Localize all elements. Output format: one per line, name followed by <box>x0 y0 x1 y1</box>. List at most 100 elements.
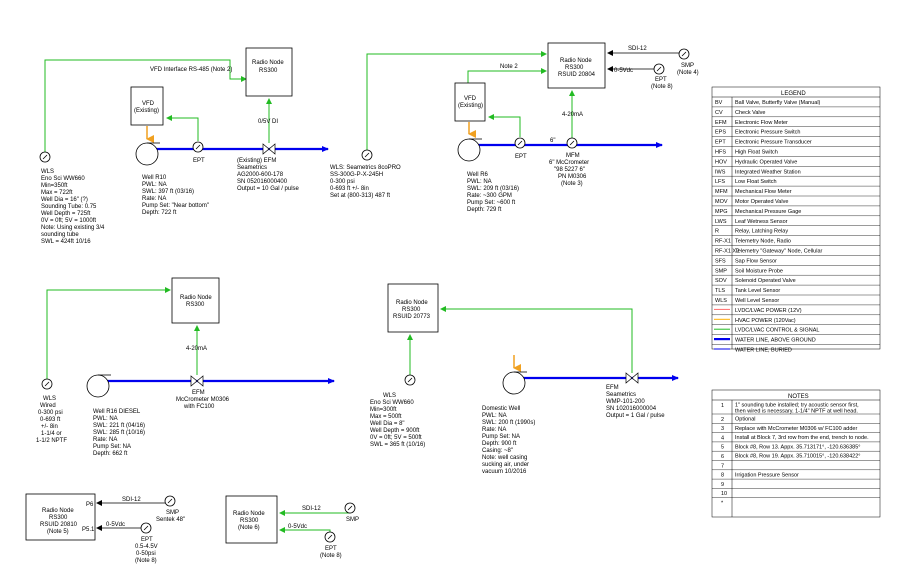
radio-node-model: RS300 <box>49 515 68 521</box>
smp-gauge-icon <box>344 502 356 514</box>
smp-note: (Note 4) <box>677 70 699 76</box>
svg-text:Well R16 DIESEL: Well R16 DIESEL <box>93 409 141 415</box>
radio-node-box <box>225 495 278 544</box>
efm-signal-label: 0/5V DI <box>258 119 278 125</box>
svg-text:Pump Set: NA: Pump Set: NA <box>93 444 131 450</box>
svg-text:WLS: WLS <box>383 393 396 399</box>
port-p6-label: P6 <box>86 502 94 508</box>
legend-code: TLS <box>715 288 725 294</box>
note-row: 9 <box>712 482 880 489</box>
svg-text:vacuum 10/2016: vacuum 10/2016 <box>482 469 527 475</box>
mfm-signal-label: 4-20mA <box>562 112 583 118</box>
svg-text:(Note 3): (Note 3) <box>561 181 583 187</box>
svg-text:Depth: 729 ft: Depth: 729 ft <box>467 207 502 213</box>
svg-text:Well Dia = 8": Well Dia = 8" <box>370 421 405 427</box>
vdc-label: 0-5Vdc <box>288 524 307 530</box>
legend-desc: Mechanical Pressure Gage <box>735 209 801 215</box>
svg-text:Pump Set: "Near bottom": Pump Set: "Near bottom" <box>142 203 209 209</box>
vfd-label: VFD <box>142 101 155 107</box>
wls-to-radio-line <box>366 51 547 150</box>
svg-text:MFM: MFM <box>566 153 580 159</box>
mfm-spec-text: MFM 6" McCrometer "98 5227 6" PN M0306 (… <box>549 153 589 187</box>
vdc-label: 0-5Vdc <box>106 522 125 528</box>
vfd-box <box>130 86 164 126</box>
wls-spec-text: WLS Wired 0-300 psi 0-693 ft +/- 8in 1-1… <box>36 396 67 444</box>
well-spec-text: Domestic Well PWL: NA SWL: 200 ft (1990s… <box>482 406 535 475</box>
svg-text:1-1/2 NPTF: 1-1/2 NPTF <box>36 438 67 444</box>
pump-icon <box>86 374 111 398</box>
radio-node-model: RS300 <box>240 518 259 524</box>
svg-text:0-693 ft: 0-693 ft <box>40 417 61 423</box>
svg-text:"98 5227 6": "98 5227 6" <box>554 167 585 173</box>
ept-psi: 0-50psi <box>136 551 156 557</box>
radio-node-id: RSUID 20773 <box>393 314 431 320</box>
radio-node-note: (Note 6) <box>238 525 260 531</box>
legend-line-label: LVDC/LVAC POWER (12V) <box>735 308 802 314</box>
note-number: 5 <box>721 445 724 451</box>
vfd-existing-label: (Existing) <box>458 103 483 109</box>
legend-line-row: WATER LINE, ABOVE GROUND <box>712 338 880 345</box>
legend-line-row: LVDC/LVAC POWER (12V) <box>712 308 880 315</box>
legend-code: EPS <box>715 130 726 136</box>
ept-gauge-icon <box>192 141 204 153</box>
efm-spec-text: EFM Seametrics WMP-101-200 SN 1020160000… <box>606 385 665 419</box>
svg-text:Wired: Wired <box>40 403 56 409</box>
legend-line-row: HVAC POWER (120Vac) <box>712 318 880 325</box>
svg-text:Rate: NA: Rate: NA <box>93 437 117 443</box>
svg-text:Max = 722ft: Max = 722ft <box>41 190 73 196</box>
notes-title: NOTES <box>788 394 809 400</box>
svg-text:Eno Sci WW660: Eno Sci WW660 <box>41 176 85 182</box>
legend-code: MOV <box>715 199 728 205</box>
legend-desc: Motor Operated Valve <box>735 199 788 205</box>
svg-text:with FC100: with FC100 <box>183 404 215 410</box>
legend-desc: Hydraulic Operated Valve <box>735 159 797 165</box>
svg-text:0-300 psi: 0-300 psi <box>330 179 355 185</box>
legend-desc: Integrated Weather Station <box>735 169 801 175</box>
well-spec-text: Well R10 PWL: NA SWL: 397 ft (03/16) Rat… <box>142 175 209 216</box>
svg-text:WLS: WLS <box>43 396 56 402</box>
radio-node-box <box>171 277 220 324</box>
legend-code: HOV <box>715 159 727 165</box>
radio-node-label: Radio Node <box>396 300 428 306</box>
svg-text:McCrometer M0306: McCrometer M0306 <box>176 397 230 403</box>
legend-line-label: WATER LINE, BURIED <box>735 348 792 354</box>
note-text: then wired is necessary. 1-1/4" NPTF at … <box>735 409 858 415</box>
svg-text:SWL: 221 ft (04/16): SWL: 221 ft (04/16) <box>93 423 145 429</box>
vfd-label: VFD <box>464 96 477 102</box>
svg-text:Depth: 900 ft: Depth: 900 ft <box>482 441 517 447</box>
smp-label: SMP <box>681 63 694 69</box>
sdi-label: SDI-12 <box>302 506 321 512</box>
svg-text:Sounding Tube: 0.75: Sounding Tube: 0.75 <box>41 204 97 210</box>
svg-text:AG2000-600-178: AG2000-600-178 <box>237 172 284 178</box>
legend-code: CV <box>715 110 723 116</box>
smp-gauge-icon <box>678 48 690 60</box>
radio-node-model: RS300 <box>565 65 584 71</box>
note-row: 7 <box>712 463 880 470</box>
svg-text:Well Depth = 900ft: Well Depth = 900ft <box>370 428 420 434</box>
efm-signal-label: 4-20mA <box>186 346 207 352</box>
svg-text:6" McCrometer: 6" McCrometer <box>549 160 589 166</box>
radio-node-id: RSUID 20804 <box>558 72 596 78</box>
ept-gauge-icon <box>140 522 152 534</box>
svg-text:Rate: NA: Rate: NA <box>142 196 166 202</box>
note-number: 9 <box>721 482 724 488</box>
svg-text:WLS: WLS <box>41 169 54 175</box>
svg-text:Rate: ~300 GPM: Rate: ~300 GPM <box>467 193 512 199</box>
svg-text:Pump Set: NA: Pump Set: NA <box>482 434 520 440</box>
wls-spec-text: WLS: Seametrics 8coPRO SS-300G-P-X-245H … <box>330 165 401 199</box>
legend-desc: Electronic Flow Meter <box>735 120 788 126</box>
efm-valve-icon <box>625 372 639 384</box>
svg-text:SWL: 285 ft (10/16): SWL: 285 ft (10/16) <box>93 430 145 436</box>
note-number: 6 <box>721 454 724 460</box>
svg-text:EFM: EFM <box>606 385 619 391</box>
legend-desc: Ball Valve, Butterfly Valve (Manual) <box>735 100 821 106</box>
